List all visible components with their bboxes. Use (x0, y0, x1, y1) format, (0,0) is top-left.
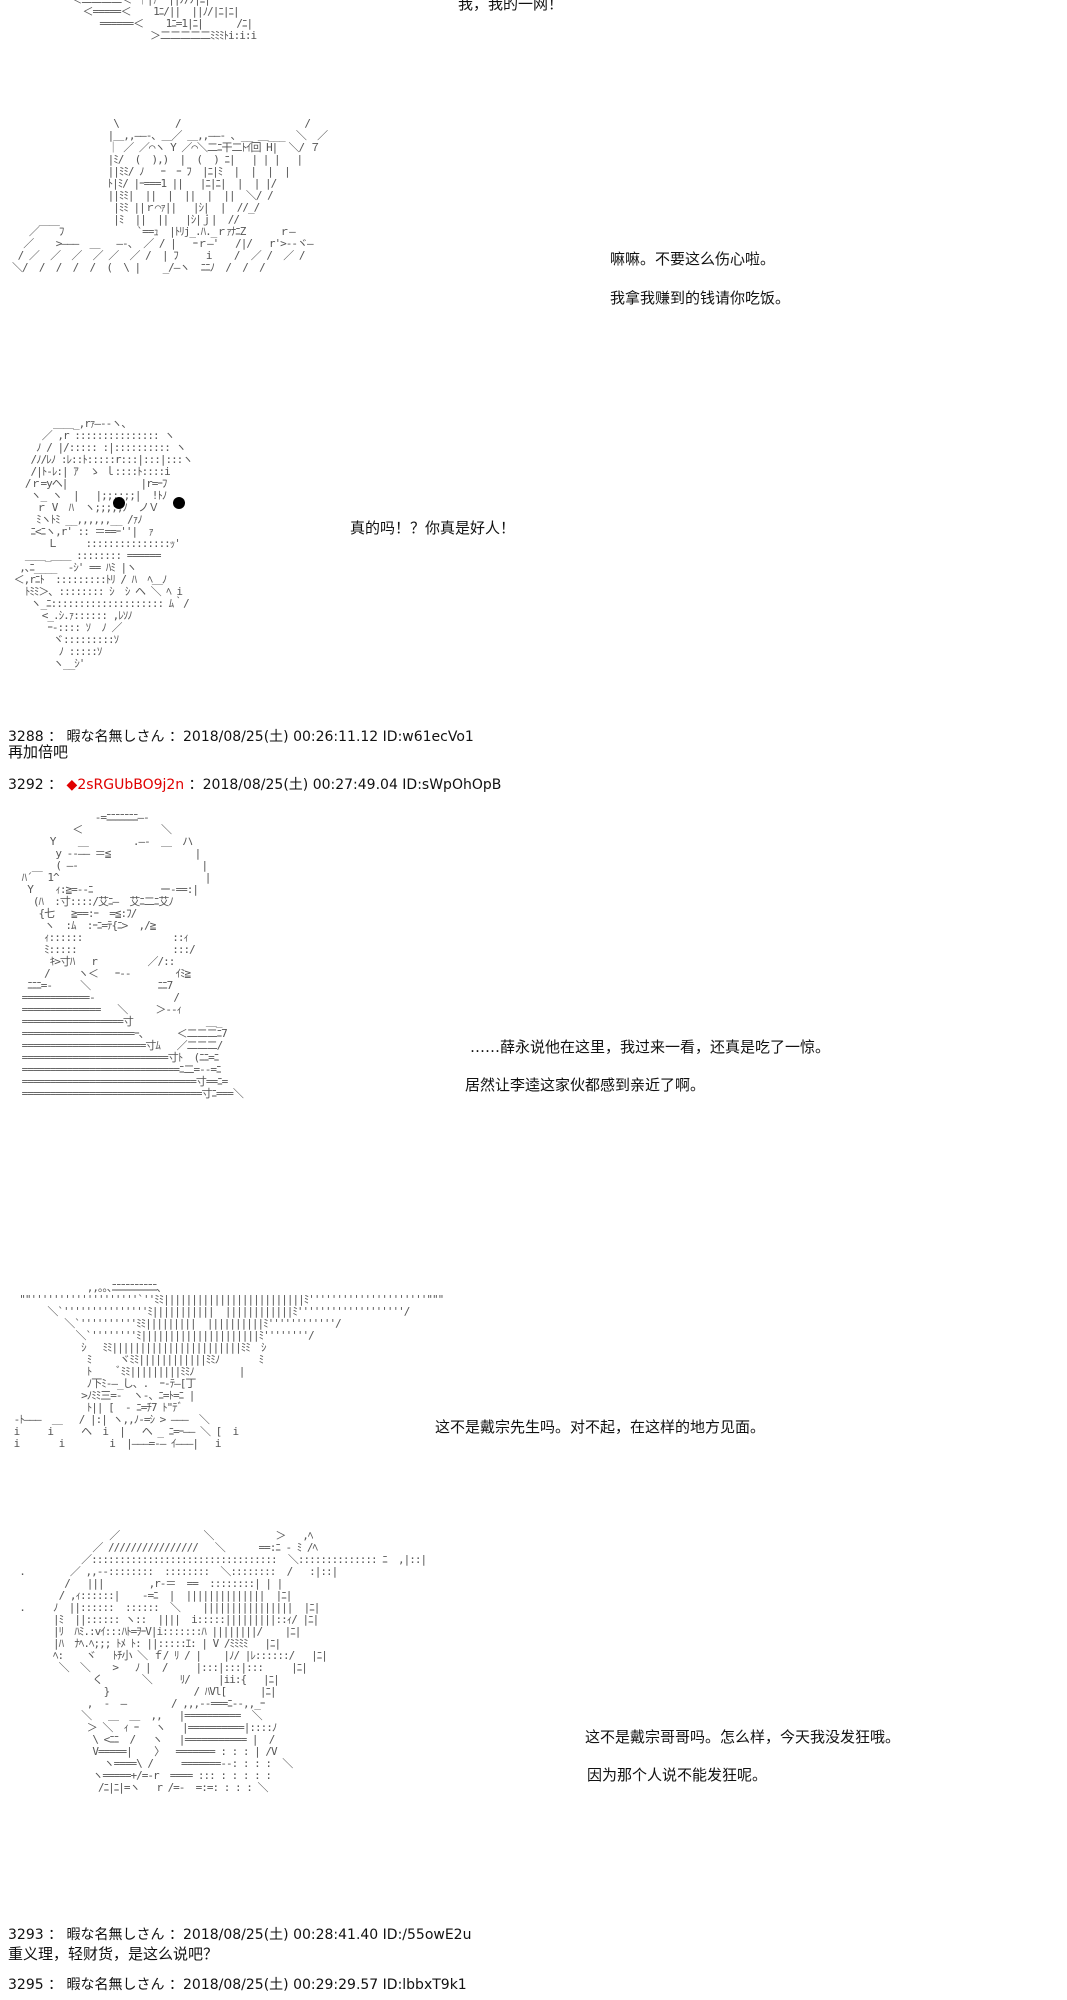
dialogue-line: 嘛嘛。不要这么伤心啦。 (610, 250, 776, 268)
poster-trip: ◆2sRGUbBO9j2n (66, 777, 185, 793)
post-header: 3295 ： 暇な名無しさん ：2018/08/25(土) 00:29:29.5… (8, 1976, 467, 1994)
post-separator: ： (48, 777, 63, 793)
ascii-art-panel-4: ,,｡｡､ﾆﾆﾆﾆﾆﾆﾆﾆﾆﾆ､ ""'''''''''''''''''''`'… (13, 1281, 445, 1450)
post-header: 3292 ： ◆2sRGUbBO9j2n ：2018/08/25(土) 00:2… (8, 776, 501, 794)
dialogue-line: 我拿我赚到的钱请你吃饭。 (610, 289, 791, 307)
ascii-art-panel-1: \ / / |＿,,――-､ ＿／ ＿,,――- ､ __ ＿___ ＼ ／ ｜… (12, 117, 328, 274)
post-header: 3288 ： 暇な名無しさん ：2018/08/25(土) 00:26:11.1… (8, 728, 474, 746)
dialogue-line: 居然让李逵这家伙都感到亲近了啊。 (465, 1076, 706, 1094)
dialogue-line: 因为那个人说不能发狂呢。 (587, 1766, 768, 1784)
post-header: 3293 ： 暇な名無しさん ：2018/08/25(土) 00:28:41.4… (8, 1926, 471, 1944)
post-separator: ： (48, 729, 63, 745)
dialogue-line: ……薛永说他在这里，我过来一看，还真是吃了一惊。 (470, 1038, 831, 1056)
dialogue-line: 这不是戴宗哥哥吗。怎么样，今天我没发狂哦。 (585, 1728, 901, 1746)
ascii-art-panel-5: ／ ＼ ＞ ,ﾍ ／ //////////////// ＼ ==:ﾆ ‐ ﾐ /… (19, 1529, 427, 1794)
post-meta: ：2018/08/25(土) 00:28:41.40 ID:/55owE2u (169, 1927, 472, 1943)
post-meta: ：2018/08/25(土) 00:27:49.04 ID:sWpOhOpB (188, 777, 502, 793)
eye-right-icon (173, 497, 185, 509)
ascii-art-top: ＜二二二二＜ ｜|ｧ ||ﾉ/ﾉ|ﾆ| ＜=====＜ 1ﾆ/|| ||ﾉ/|ﾆ… (71, 0, 257, 42)
post-meta: ：2018/08/25(土) 00:29:29.57 ID:lbbxT9k1 (169, 1977, 467, 1993)
dialogue-line: 这不是戴宗先生吗。对不起，在这样的地方见面。 (435, 1418, 766, 1436)
post-separator: ： (48, 1977, 63, 1993)
post-body: 再加倍吧 (8, 743, 69, 761)
poster-name: 暇な名無しさん (66, 1927, 165, 1943)
post-separator: ： (48, 1927, 63, 1943)
poster-name: 暇な名無しさん (66, 1977, 165, 1993)
post-meta: ：2018/08/25(土) 00:26:11.12 ID:w61ecVo1 (169, 729, 474, 745)
eye-left-icon (113, 497, 125, 509)
post-number: 3288 (8, 729, 44, 745)
post-body: 重义理，轻财货，是这么说吧？ (8, 1945, 219, 1963)
post-number: 3293 (8, 1927, 44, 1943)
dialogue-line: 真的吗！？你真是好人！ (350, 519, 516, 537)
poster-name: 暇な名無しさん (66, 729, 165, 745)
ascii-art-panel-3: -=ﾆﾆﾆﾆﾆﾆﾆ―- ＜ ＼ Y ＿ .―- ＿ ハ y --―― ＝≦ | … (21, 811, 244, 1100)
dialogue-line: 我，我的一网！ (458, 0, 564, 13)
ascii-art-panel-2: ＿＿_,rｧ―--ヽ、 ／ ,r ::::::::::::::: ヽ ﾉ / |… (13, 417, 194, 670)
post-number: 3292 (8, 777, 44, 793)
post-number: 3295 (8, 1977, 44, 1993)
